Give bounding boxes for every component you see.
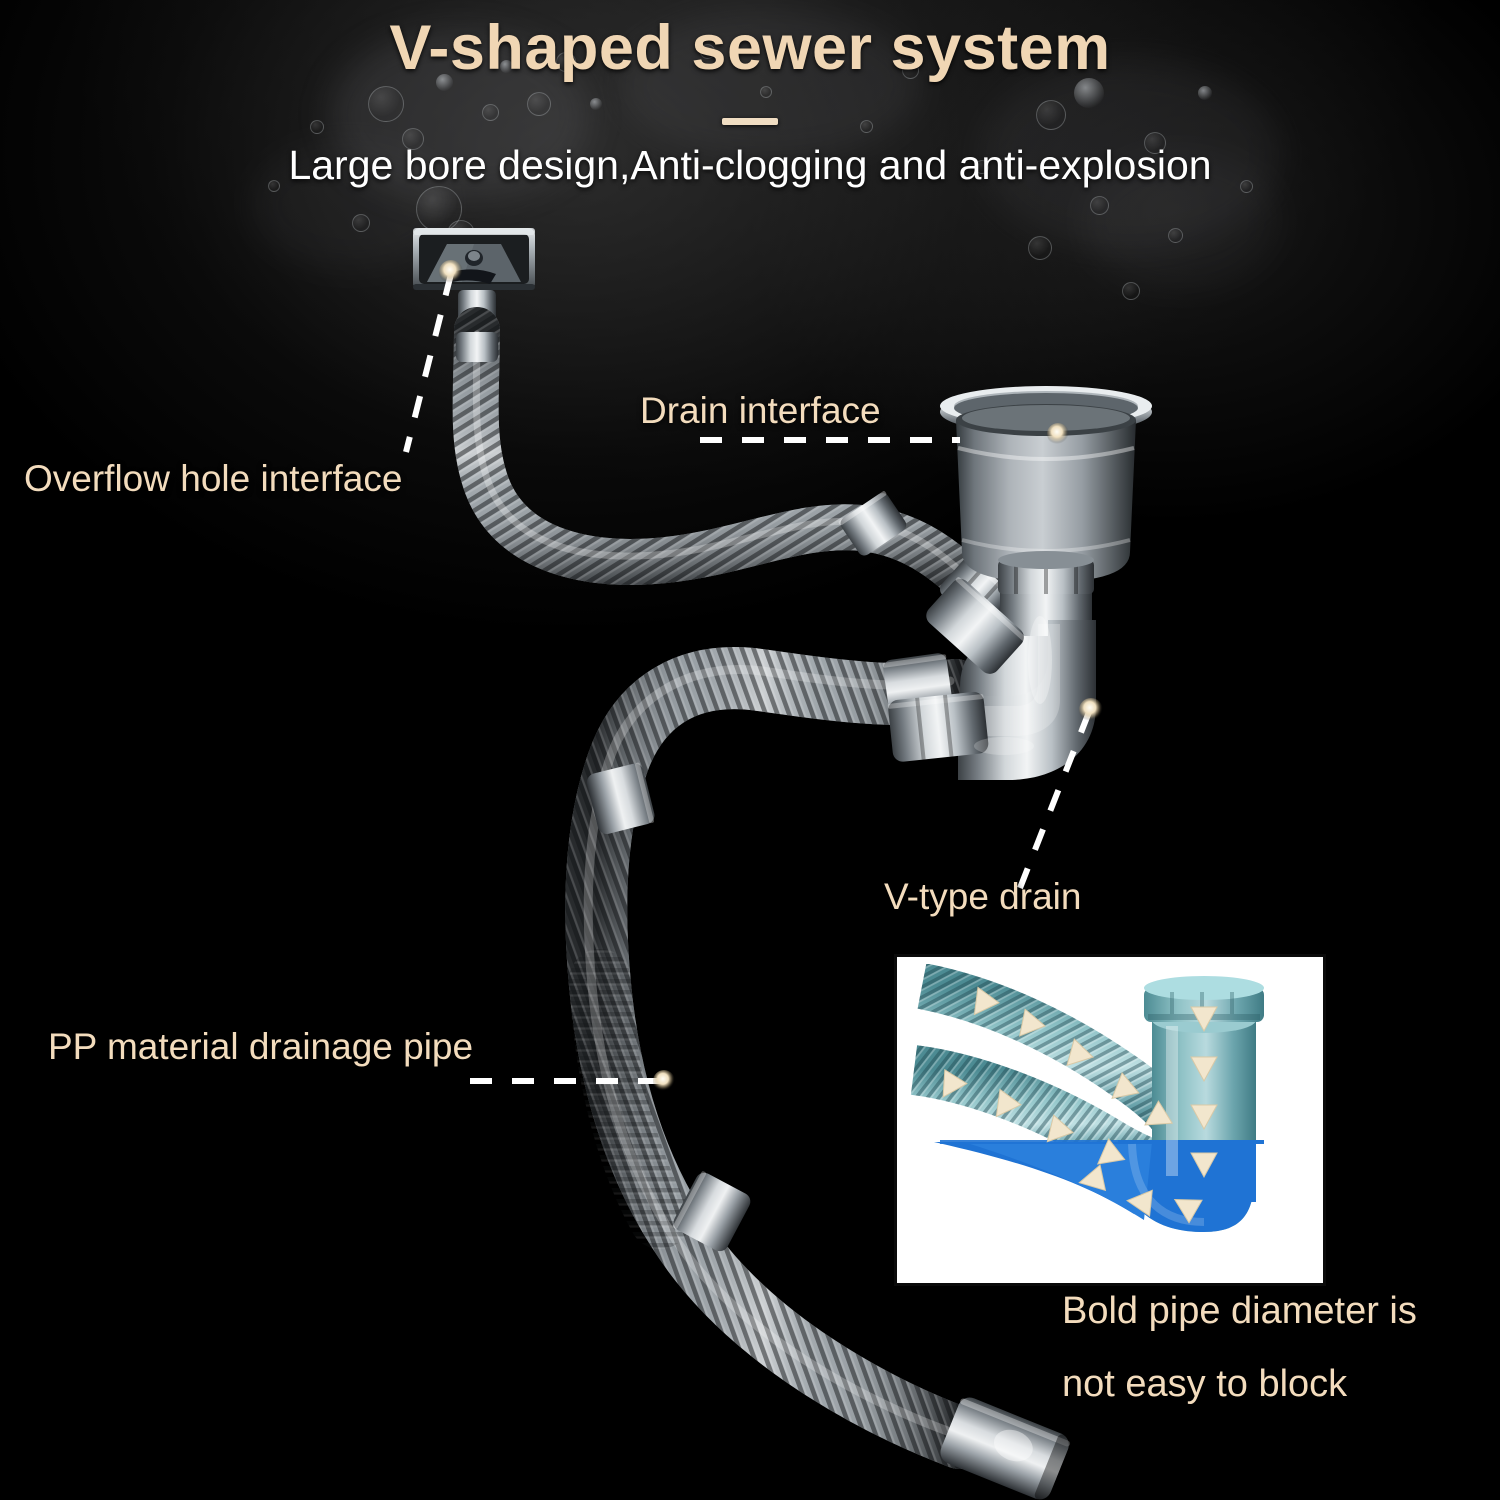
leader-lines <box>403 273 1092 1084</box>
inset-caption-line-2: not easy to block <box>1062 1363 1348 1405</box>
inset-caption-line-1: Bold pipe diameter is <box>1062 1290 1417 1332</box>
flow-diagram-inset <box>897 957 1323 1283</box>
flow-cutaway-svg <box>904 964 1316 1276</box>
leader-v-type <box>1017 710 1092 890</box>
flow-arrows <box>942 986 1218 1224</box>
drain-interface-basket <box>940 386 1152 594</box>
v-type-drain-elbow <box>887 560 1096 780</box>
label-v-type-drain: V-type drain <box>884 876 1082 917</box>
leader-overflow <box>403 273 454 453</box>
page-subtitle: Large bore design,Anti-clogging and anti… <box>288 142 1212 188</box>
label-drain-interface: Drain interface <box>640 390 881 431</box>
leader-anchor-dots <box>439 260 1103 1092</box>
label-pp-material-drainage-pipe: PP material drainage pipe <box>48 1026 474 1067</box>
page-title: V-shaped sewer system <box>389 13 1111 83</box>
overflow-hole-fitting <box>413 228 535 290</box>
title-separator <box>722 118 778 125</box>
pp-drainage-hose <box>565 647 1071 1500</box>
overflow-hose <box>452 290 1015 628</box>
label-overflow-hole-interface: Overflow hole interface <box>24 458 403 499</box>
